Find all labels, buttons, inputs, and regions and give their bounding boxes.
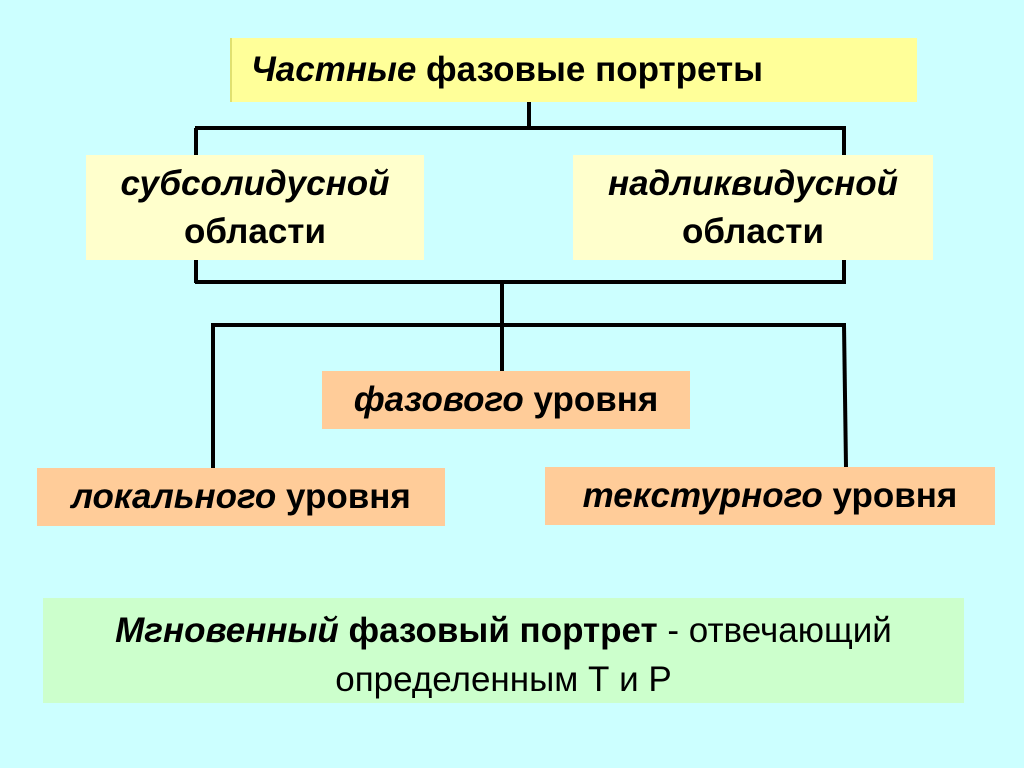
subsolidus-region-box: субсолидусной области	[86, 155, 424, 260]
definition-line1: Мгновенный фазовый портрет - отвечающий	[43, 606, 964, 655]
definition-text: - отвечающий	[657, 611, 892, 650]
supraliquidus-line2: области	[682, 211, 824, 251]
local-level-rest: уровня	[276, 477, 411, 517]
subsolidus-line1: субсолидусной	[120, 164, 390, 204]
local-level-box: локального уровня	[37, 468, 445, 526]
phase-level-italic: фазового	[353, 380, 524, 420]
texture-level-box: текстурного уровня	[545, 467, 995, 525]
phase-level-rest: уровня	[523, 380, 659, 420]
texture-level-link	[842, 324, 848, 468]
local-level-italic: локального	[71, 477, 277, 517]
definition-term-bold: фазовый портрет	[338, 611, 658, 650]
definition-box: Мгновенный фазовый портрет - отвечающий …	[43, 598, 964, 703]
subsolidus-line2: области	[184, 211, 326, 251]
title-rest: фазовые портреты	[416, 50, 764, 90]
supraliquidus-region-box: надликвидусной области	[573, 155, 933, 260]
texture-level-italic: текстурного	[582, 476, 823, 516]
title-italic: Частные	[251, 50, 417, 90]
definition-line2: определенным Т и Р	[335, 660, 672, 699]
definition-term-italic: Мгновенный	[115, 611, 339, 650]
supraliquidus-line1: надликвидусной	[607, 164, 899, 204]
texture-level-rest: уровня	[822, 476, 958, 516]
phase-level-box: фазового уровня	[322, 371, 690, 429]
title-box: Частные фазовые портреты	[230, 38, 917, 102]
